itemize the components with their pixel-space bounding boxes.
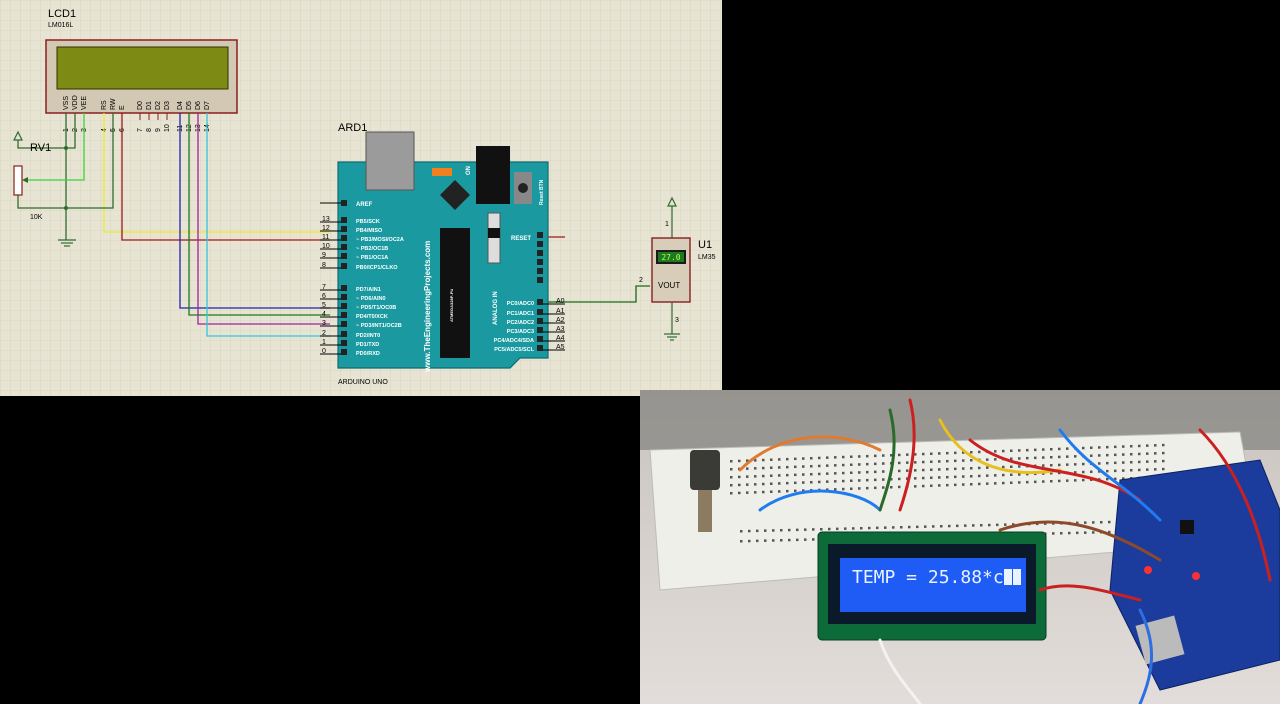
pot-value: 10K bbox=[30, 214, 43, 221]
arduino-analog-number: A0 bbox=[556, 298, 565, 305]
on-label: ON bbox=[466, 166, 472, 175]
arduino-pin-number: 3 bbox=[322, 320, 326, 327]
arduino-analog-label: PC5/ADC5/SCL bbox=[494, 347, 534, 353]
arduino-analog-label: PC3/ADC3 bbox=[507, 329, 534, 335]
sensor-display: 27.0 bbox=[661, 253, 680, 262]
lm35-sensor[interactable]: U1 LM35 1 27.0 VOUT 2 3 bbox=[639, 196, 716, 341]
sensor-ref: U1 bbox=[698, 239, 712, 251]
reset-label: RESET bbox=[511, 236, 531, 242]
arduino-pin-number: 12 bbox=[322, 225, 330, 232]
arduino-pin-label: ~ PB2/OC1B bbox=[356, 246, 388, 252]
lcd-pin-label: RW bbox=[110, 98, 117, 110]
arduino-pin-label: PB4/MISO bbox=[356, 228, 383, 234]
lcd-pin-label: VDD bbox=[72, 95, 79, 110]
arduino-analog-number: A1 bbox=[556, 308, 565, 315]
arduino-pin-number: 6 bbox=[322, 293, 326, 300]
potentiometer-rv1[interactable]: RV1 10K bbox=[13, 130, 76, 247]
arduino-pin-label: PD4/T0/XCK bbox=[356, 314, 388, 320]
sensor-ground bbox=[664, 333, 680, 341]
arduino-name: ARDUINO UNO bbox=[338, 379, 388, 386]
wires bbox=[17, 113, 650, 337]
arduino-pin-label: ~ PD5/T1/OC0B bbox=[356, 305, 396, 311]
arduino-analog-number: A3 bbox=[556, 326, 565, 333]
lcd-component[interactable]: LCD1 LM016L VSS1VDD2VEE3RS4RW5E6D07D18D2… bbox=[45, 8, 238, 132]
arduino-pin-label: ~ PD3/INT1/OC2B bbox=[356, 323, 402, 329]
lcd-pin-label: VEE bbox=[81, 96, 88, 110]
chip-label: ATMEGA328P-PU bbox=[449, 289, 454, 322]
photo-potentiometer bbox=[690, 450, 720, 490]
lcd-pin-number: 7 bbox=[137, 128, 144, 132]
pot-ref: RV1 bbox=[30, 142, 51, 154]
lcd-pin-label: D3 bbox=[164, 101, 171, 110]
photo-wires bbox=[738, 398, 1272, 704]
sensor-vout: VOUT bbox=[658, 281, 680, 290]
sensor-model: LM35 bbox=[698, 254, 716, 261]
arduino-pin-number: 8 bbox=[322, 262, 326, 269]
power-jack bbox=[476, 146, 510, 204]
arduino-pin-number: 9 bbox=[322, 252, 326, 259]
sensor-pin1: 1 bbox=[665, 221, 669, 228]
atmega-chip bbox=[440, 228, 470, 358]
reset-btn-label: Reset BTN bbox=[539, 179, 545, 205]
usb-port bbox=[365, 131, 415, 191]
lcd-pin-number: 9 bbox=[155, 128, 162, 132]
arduino-pin-label: PD0/RXD bbox=[356, 351, 380, 357]
arduino-analog-label: PC1/ADC1 bbox=[507, 311, 534, 317]
arduino-pin-label: ~ PD6/AIN0 bbox=[356, 296, 386, 302]
arduino-ref: ARD1 bbox=[338, 122, 367, 134]
lcd-pin-number: 10 bbox=[164, 124, 171, 132]
lcd-pin-label: D1 bbox=[146, 101, 153, 110]
lcd-pin-label: VSS bbox=[63, 96, 70, 110]
lcd-pin-label: RS bbox=[101, 100, 108, 110]
lcd-ref: LCD1 bbox=[48, 8, 76, 20]
photo-lcd-module: TEMP = 25.88*c bbox=[817, 531, 1047, 641]
photo-lcd-text: TEMP = 25.88*c bbox=[852, 567, 1004, 588]
arduino-pin-number: 4 bbox=[322, 311, 326, 318]
lcd-pin-label: D4 bbox=[177, 101, 184, 110]
arduino-pin-label: ~ PB1/OC1A bbox=[356, 255, 388, 261]
arduino-analog-label: PC0/ADC0 bbox=[507, 301, 534, 307]
arduino-pin-number: 5 bbox=[322, 302, 326, 309]
arduino-uno-board[interactable]: ARD1 ON Reset BTN www.TheEngineeringProj… bbox=[320, 122, 565, 386]
analog-in-label: ANALOG IN bbox=[493, 291, 499, 325]
arduino-pin-number: 1 bbox=[322, 339, 326, 346]
smd-chip bbox=[440, 180, 470, 210]
arduino-pin-number: 2 bbox=[322, 330, 326, 337]
arduino-pin-number: 10 bbox=[322, 243, 330, 250]
arduino-pin-label: PB5/SCK bbox=[356, 219, 380, 225]
board-url: www.TheEngineeringProjects.com bbox=[423, 241, 432, 373]
arduino-pin-number: 11 bbox=[322, 234, 329, 241]
aref-label: AREF bbox=[356, 202, 373, 208]
arduino-pin-number: 13 bbox=[322, 216, 330, 223]
lcd-pin-label: D2 bbox=[155, 101, 162, 110]
lcd-pin-label: E bbox=[119, 105, 126, 110]
arduino-pin-label: PD2/INT0 bbox=[356, 333, 380, 339]
arduino-analog-label: PC2/ADC2 bbox=[507, 320, 534, 326]
on-led bbox=[432, 168, 452, 176]
arduino-pin-number: 7 bbox=[322, 284, 326, 291]
lcd-pin-label: D6 bbox=[195, 101, 202, 110]
sensor-pin3: 3 bbox=[675, 317, 679, 324]
lcd-pin-label: D0 bbox=[137, 101, 144, 110]
lcd-pin-number: 8 bbox=[146, 128, 153, 132]
ground-symbol bbox=[58, 239, 76, 247]
arduino-pin-label: PB0/ICP1/CLKO bbox=[356, 265, 398, 271]
arduino-pin-label: PD1/TXD bbox=[356, 342, 379, 348]
arduino-pin-label: PD7/AIN1 bbox=[356, 287, 381, 293]
lcd-model: LM016L bbox=[48, 22, 73, 29]
sensor-pin2: 2 bbox=[639, 277, 643, 284]
arduino-analog-number: A4 bbox=[556, 335, 565, 342]
arduino-pin-label: ~ PB3/MOSI/OC2A bbox=[356, 237, 404, 243]
proteus-schematic: LCD1 LM016L VSS 1 VDD 2 VEE 3 RS 4 RW 5 E 6 D0 7 D1 8 D2… bbox=[0, 0, 722, 396]
arduino-analog-label: PC4/ADC4/SDA bbox=[494, 338, 534, 344]
hardware-photo: TEMP = 25.88*c bbox=[640, 390, 1280, 704]
arduino-pin-number: 0 bbox=[322, 348, 326, 355]
arduino-analog-number: A5 bbox=[556, 344, 565, 351]
lcd-pin-label: D5 bbox=[186, 101, 193, 110]
arduino-analog-number: A2 bbox=[556, 317, 565, 324]
lcd-pin-label: D7 bbox=[204, 101, 211, 110]
